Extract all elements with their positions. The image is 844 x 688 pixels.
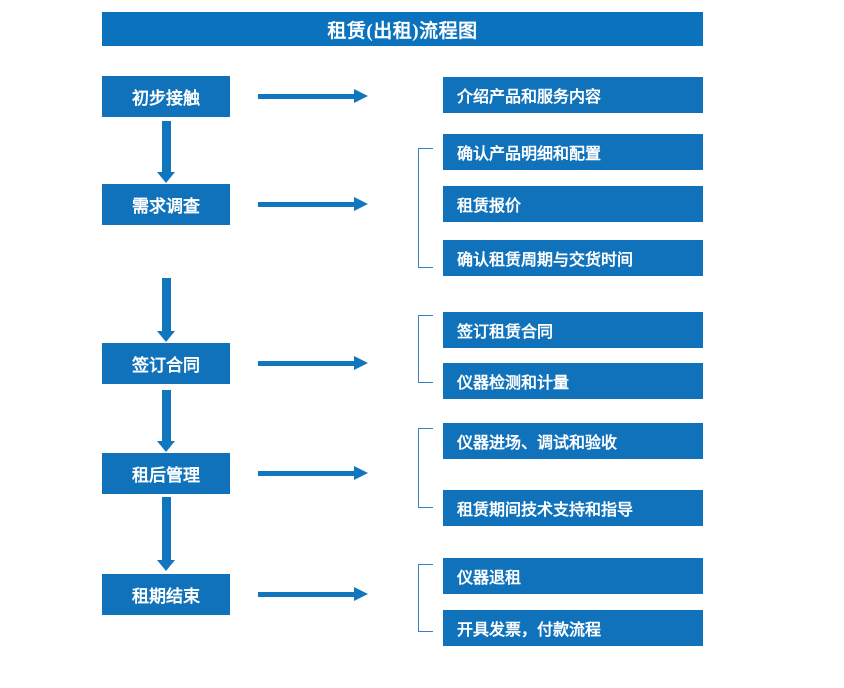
down-arrow-4-to-5 xyxy=(157,497,175,571)
right-arrow-stage-5 xyxy=(258,586,368,602)
stage-box-4[interactable]: 租后管理 xyxy=(102,453,230,494)
detail-box-2[interactable]: 确认产品明细和配置 xyxy=(443,134,703,170)
detail-box-10[interactable]: 开具发票，付款流程 xyxy=(443,610,703,646)
arrow-head xyxy=(157,172,175,183)
arrow-head xyxy=(354,197,368,211)
group-bracket-stage-3 xyxy=(418,315,433,383)
arrow-shaft xyxy=(258,201,354,207)
detail-box-4[interactable]: 确认租赁周期与交货时间 xyxy=(443,240,703,276)
right-arrow-stage-4 xyxy=(258,465,368,481)
arrow-shaft xyxy=(162,278,171,331)
arrow-head xyxy=(157,441,175,452)
down-arrow-2-to-3 xyxy=(157,278,175,342)
stage-box-2[interactable]: 需求调查 xyxy=(102,184,230,225)
arrow-head xyxy=(354,466,368,480)
right-arrow-stage-2 xyxy=(258,196,368,212)
detail-box-7[interactable]: 仪器进场、调试和验收 xyxy=(443,423,703,459)
group-bracket-stage-2 xyxy=(418,148,433,268)
arrow-shaft xyxy=(258,93,354,99)
arrow-shaft xyxy=(258,360,354,366)
detail-box-6[interactable]: 仪器检测和计量 xyxy=(443,363,703,399)
down-arrow-1-to-2 xyxy=(157,121,175,183)
arrow-head xyxy=(354,356,368,370)
arrow-shaft xyxy=(258,591,354,597)
arrow-shaft xyxy=(258,470,354,476)
arrow-shaft xyxy=(162,121,171,172)
arrow-head xyxy=(354,89,368,103)
detail-box-8[interactable]: 租赁期间技术支持和指导 xyxy=(443,490,703,526)
stage-box-5[interactable]: 租期结束 xyxy=(102,574,230,615)
arrow-head xyxy=(354,587,368,601)
arrow-head xyxy=(157,560,175,571)
detail-box-5[interactable]: 签订租赁合同 xyxy=(443,312,703,348)
detail-box-3[interactable]: 租赁报价 xyxy=(443,186,703,222)
right-arrow-stage-3 xyxy=(258,355,368,371)
detail-box-9[interactable]: 仪器退租 xyxy=(443,558,703,594)
page-title: 租赁(出租)流程图 xyxy=(102,12,703,46)
stage-box-3[interactable]: 签订合同 xyxy=(102,343,230,384)
right-arrow-stage-1 xyxy=(258,88,368,104)
group-bracket-stage-5 xyxy=(418,564,433,632)
down-arrow-3-to-4 xyxy=(157,390,175,452)
arrow-shaft xyxy=(162,497,171,560)
arrow-shaft xyxy=(162,390,171,441)
stage-box-1[interactable]: 初步接触 xyxy=(102,76,230,117)
arrow-head xyxy=(157,331,175,342)
detail-box-1[interactable]: 介绍产品和服务内容 xyxy=(443,77,703,113)
group-bracket-stage-4 xyxy=(418,428,433,508)
